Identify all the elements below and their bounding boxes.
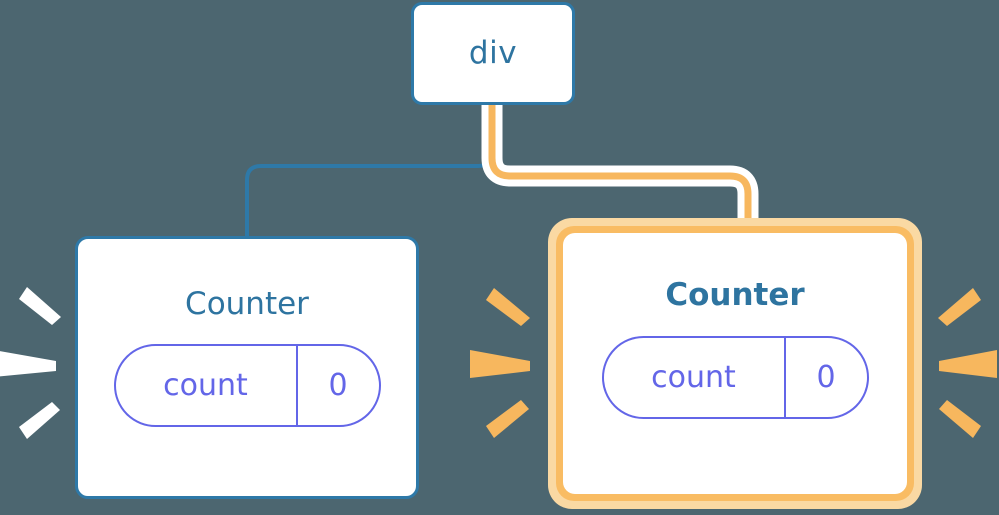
state-key-right: count xyxy=(604,338,786,417)
state-pill-left: count 0 xyxy=(113,344,381,427)
burst-ray xyxy=(486,400,529,438)
burst-ray xyxy=(938,288,981,326)
burst-ray xyxy=(470,350,530,378)
node-counter-right-label: Counter xyxy=(665,277,805,313)
state-key-left: count xyxy=(116,346,298,425)
burst-ray xyxy=(19,287,61,325)
node-counter-left[interactable]: Counter count 0 xyxy=(75,236,419,499)
state-value-left: 0 xyxy=(328,367,348,403)
edge-div-to-counter-right-halo xyxy=(481,93,759,247)
edge-div-to-counter-right xyxy=(488,100,752,240)
burst-middle xyxy=(470,288,530,438)
highlight-ring-mid: Counter count 0 xyxy=(556,226,914,501)
burst-ray xyxy=(486,288,530,326)
node-counter-right-body: Counter count 0 xyxy=(563,233,907,494)
burst-ray xyxy=(939,400,981,438)
burst-right-outer xyxy=(938,288,997,438)
burst-ray xyxy=(939,350,997,378)
state-pill-right: count 0 xyxy=(601,336,869,419)
node-div-label: div xyxy=(468,35,518,71)
node-counter-left-label: Counter xyxy=(185,286,309,322)
burst-ray xyxy=(0,351,56,377)
burst-left-outer xyxy=(0,287,61,439)
node-div[interactable]: div xyxy=(411,2,575,105)
burst-ray xyxy=(19,402,60,439)
state-value-right: 0 xyxy=(816,359,836,395)
edge-div-to-counter-left xyxy=(245,102,494,240)
node-counter-right[interactable]: Counter count 0 xyxy=(548,218,922,509)
